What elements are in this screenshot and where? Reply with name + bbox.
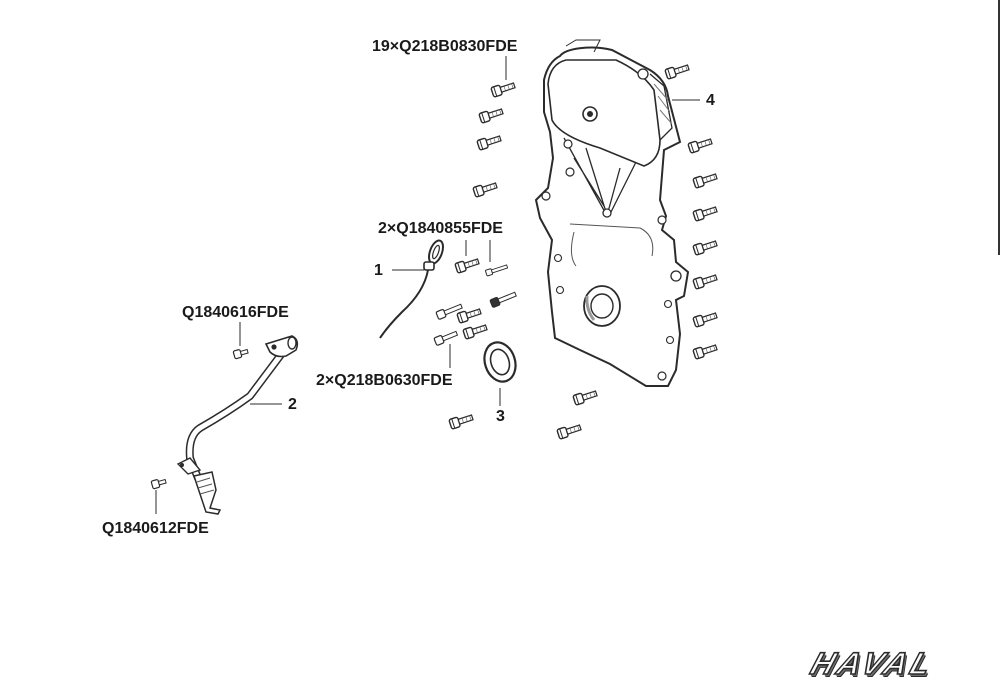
timing-cover — [534, 46, 690, 387]
callout-dipstick-bolts: 2×Q1840855FDE — [378, 220, 503, 237]
page-edge-line — [998, 0, 1000, 255]
tube-bolts — [150, 346, 250, 490]
callout-tube-lower-bolt: Q1840612FDE — [102, 520, 209, 537]
callout-tube-upper-bolt: Q1840616FDE — [182, 304, 289, 321]
haval-logo: HAVAL — [806, 645, 941, 682]
dipstick-tube — [176, 335, 299, 515]
oil-seal — [483, 341, 517, 383]
part-number-2: 2 — [288, 396, 297, 413]
callout-cover-small-bolts: 2×Q218B0630FDE — [316, 372, 453, 389]
dipstick — [379, 239, 444, 339]
callout-cover-bolts: 19×Q218B0830FDE — [372, 38, 518, 55]
part-number-1: 1 — [374, 262, 383, 279]
long-bolts — [433, 264, 517, 346]
part-number-3: 3 — [496, 408, 505, 425]
leader-lines — [155, 39, 700, 514]
part-number-4: 4 — [706, 92, 715, 109]
